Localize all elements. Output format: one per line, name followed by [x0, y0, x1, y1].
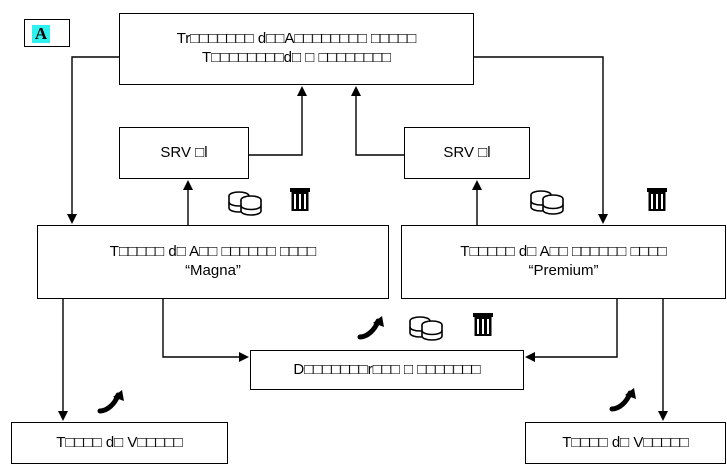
curved-arrow-icon — [100, 390, 124, 411]
srv-left-label: SRV □l — [160, 143, 208, 161]
bottom-left-box: T□□□□ d□ V□□□□□ — [11, 422, 228, 464]
middle-left-line2: “Magna” — [185, 262, 241, 279]
srv-right-label: SRV □l — [443, 143, 491, 161]
database-stack-icon — [228, 191, 262, 216]
panel-label: A — [24, 19, 70, 47]
top-process-box: Tr□□□□□□□ d□□A□□□□□□□□ □□□□□ T□□□□□□□□d□… — [119, 13, 474, 85]
middle-right-box: T□□□□□ d□ A□□ □□□□□□ □□□□ “Premium” — [401, 225, 726, 299]
trash-can-icon — [290, 188, 310, 211]
middle-left-line1: T□□□□□ d□ A□□ □□□□□□ □□□□ — [109, 243, 317, 261]
top-process-line1: Tr□□□□□□□ d□□A□□□□□□□□ □□□□□ — [176, 30, 417, 48]
middle-right-line1: T□□□□□ d□ A□□ □□□□□□ □□□□ — [460, 243, 667, 261]
curved-arrow-icon — [612, 388, 636, 409]
connector-top-to-middle-right — [474, 56, 608, 224]
connector-middle-right-to-center — [525, 299, 618, 362]
connector-srv-right-to-top — [351, 86, 404, 156]
bottom-right-label: T□□□□ d□ V□□□□□ — [562, 433, 689, 451]
srv-right-box: SRV □l — [404, 127, 530, 179]
connector-middle-left-to-center — [162, 299, 249, 362]
center-bottom-label: D□□□□□□□r□□□ □ □□□□□□□ — [293, 360, 481, 378]
curved-arrow-icon — [360, 316, 384, 337]
connector-srv-left-to-top — [249, 86, 307, 156]
middle-right-line2: “Premium” — [528, 262, 599, 279]
panel-label-text: A — [32, 25, 50, 43]
bottom-right-box: T□□□□ d□ V□□□□□ — [525, 422, 726, 464]
middle-left-box: T□□□□□ d□ A□□ □□□□□□ □□□□ “Magna” — [37, 225, 389, 299]
bottom-left-label: T□□□□ d□ V□□□□□ — [56, 433, 183, 451]
database-stack-icon — [530, 190, 564, 215]
trash-can-icon — [647, 188, 667, 211]
trash-can-icon — [473, 313, 493, 336]
center-bottom-box: D□□□□□□□r□□□ □ □□□□□□□ — [250, 350, 524, 390]
top-process-line2: T□□□□□□□□d□ □ □□□□□□□□ — [202, 49, 391, 66]
database-stack-icon — [409, 316, 443, 341]
connector-top-to-middle-left — [67, 56, 119, 224]
srv-left-box: SRV □l — [119, 127, 249, 179]
